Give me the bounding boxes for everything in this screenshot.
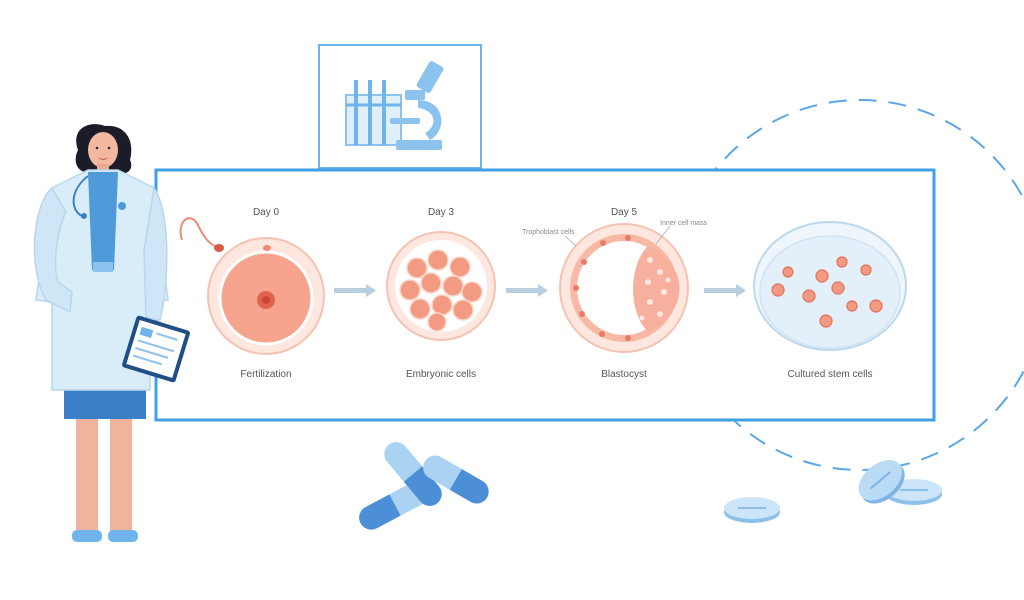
callout-line-right — [655, 225, 671, 245]
capsule-icon — [384, 442, 442, 506]
capsule-icon — [423, 455, 489, 504]
callout-trophoblast: Trophoblast cells — [522, 229, 575, 236]
fertilization-egg — [179, 217, 325, 355]
stage-caption: Fertilization — [240, 369, 292, 380]
process-arrows — [334, 284, 746, 297]
capsule-icon — [359, 480, 431, 530]
stage-day-label: Day 3 — [427, 207, 455, 218]
sperm-head — [214, 244, 224, 252]
callout-line-left — [564, 235, 577, 247]
arrow-right-icon — [334, 284, 376, 297]
callout-inner-cell-mass: Inner cell mass — [660, 220, 708, 227]
tablet-icon — [724, 497, 780, 523]
stage-day-label: Day 0 — [252, 207, 280, 218]
arrow-right-icon — [506, 284, 548, 297]
stage-caption: Embryonic cells — [405, 369, 477, 380]
morula-cell-cluster — [386, 231, 496, 341]
arrow-right-icon — [704, 284, 746, 297]
microscope-icon — [390, 61, 444, 150]
stage-caption: Blastocyst — [601, 369, 647, 380]
test-tubes-icon — [345, 80, 402, 146]
clipboard-icon — [122, 315, 190, 383]
lab-equipment-icon-panel — [318, 44, 482, 169]
petri-dish — [753, 221, 907, 351]
sperm-tail — [179, 217, 216, 247]
tablet-icon — [858, 460, 905, 504]
stage-day-label: Day 5 — [610, 207, 638, 218]
blastocyst — [559, 223, 689, 353]
stage-caption: Cultured stem cells — [787, 369, 873, 380]
